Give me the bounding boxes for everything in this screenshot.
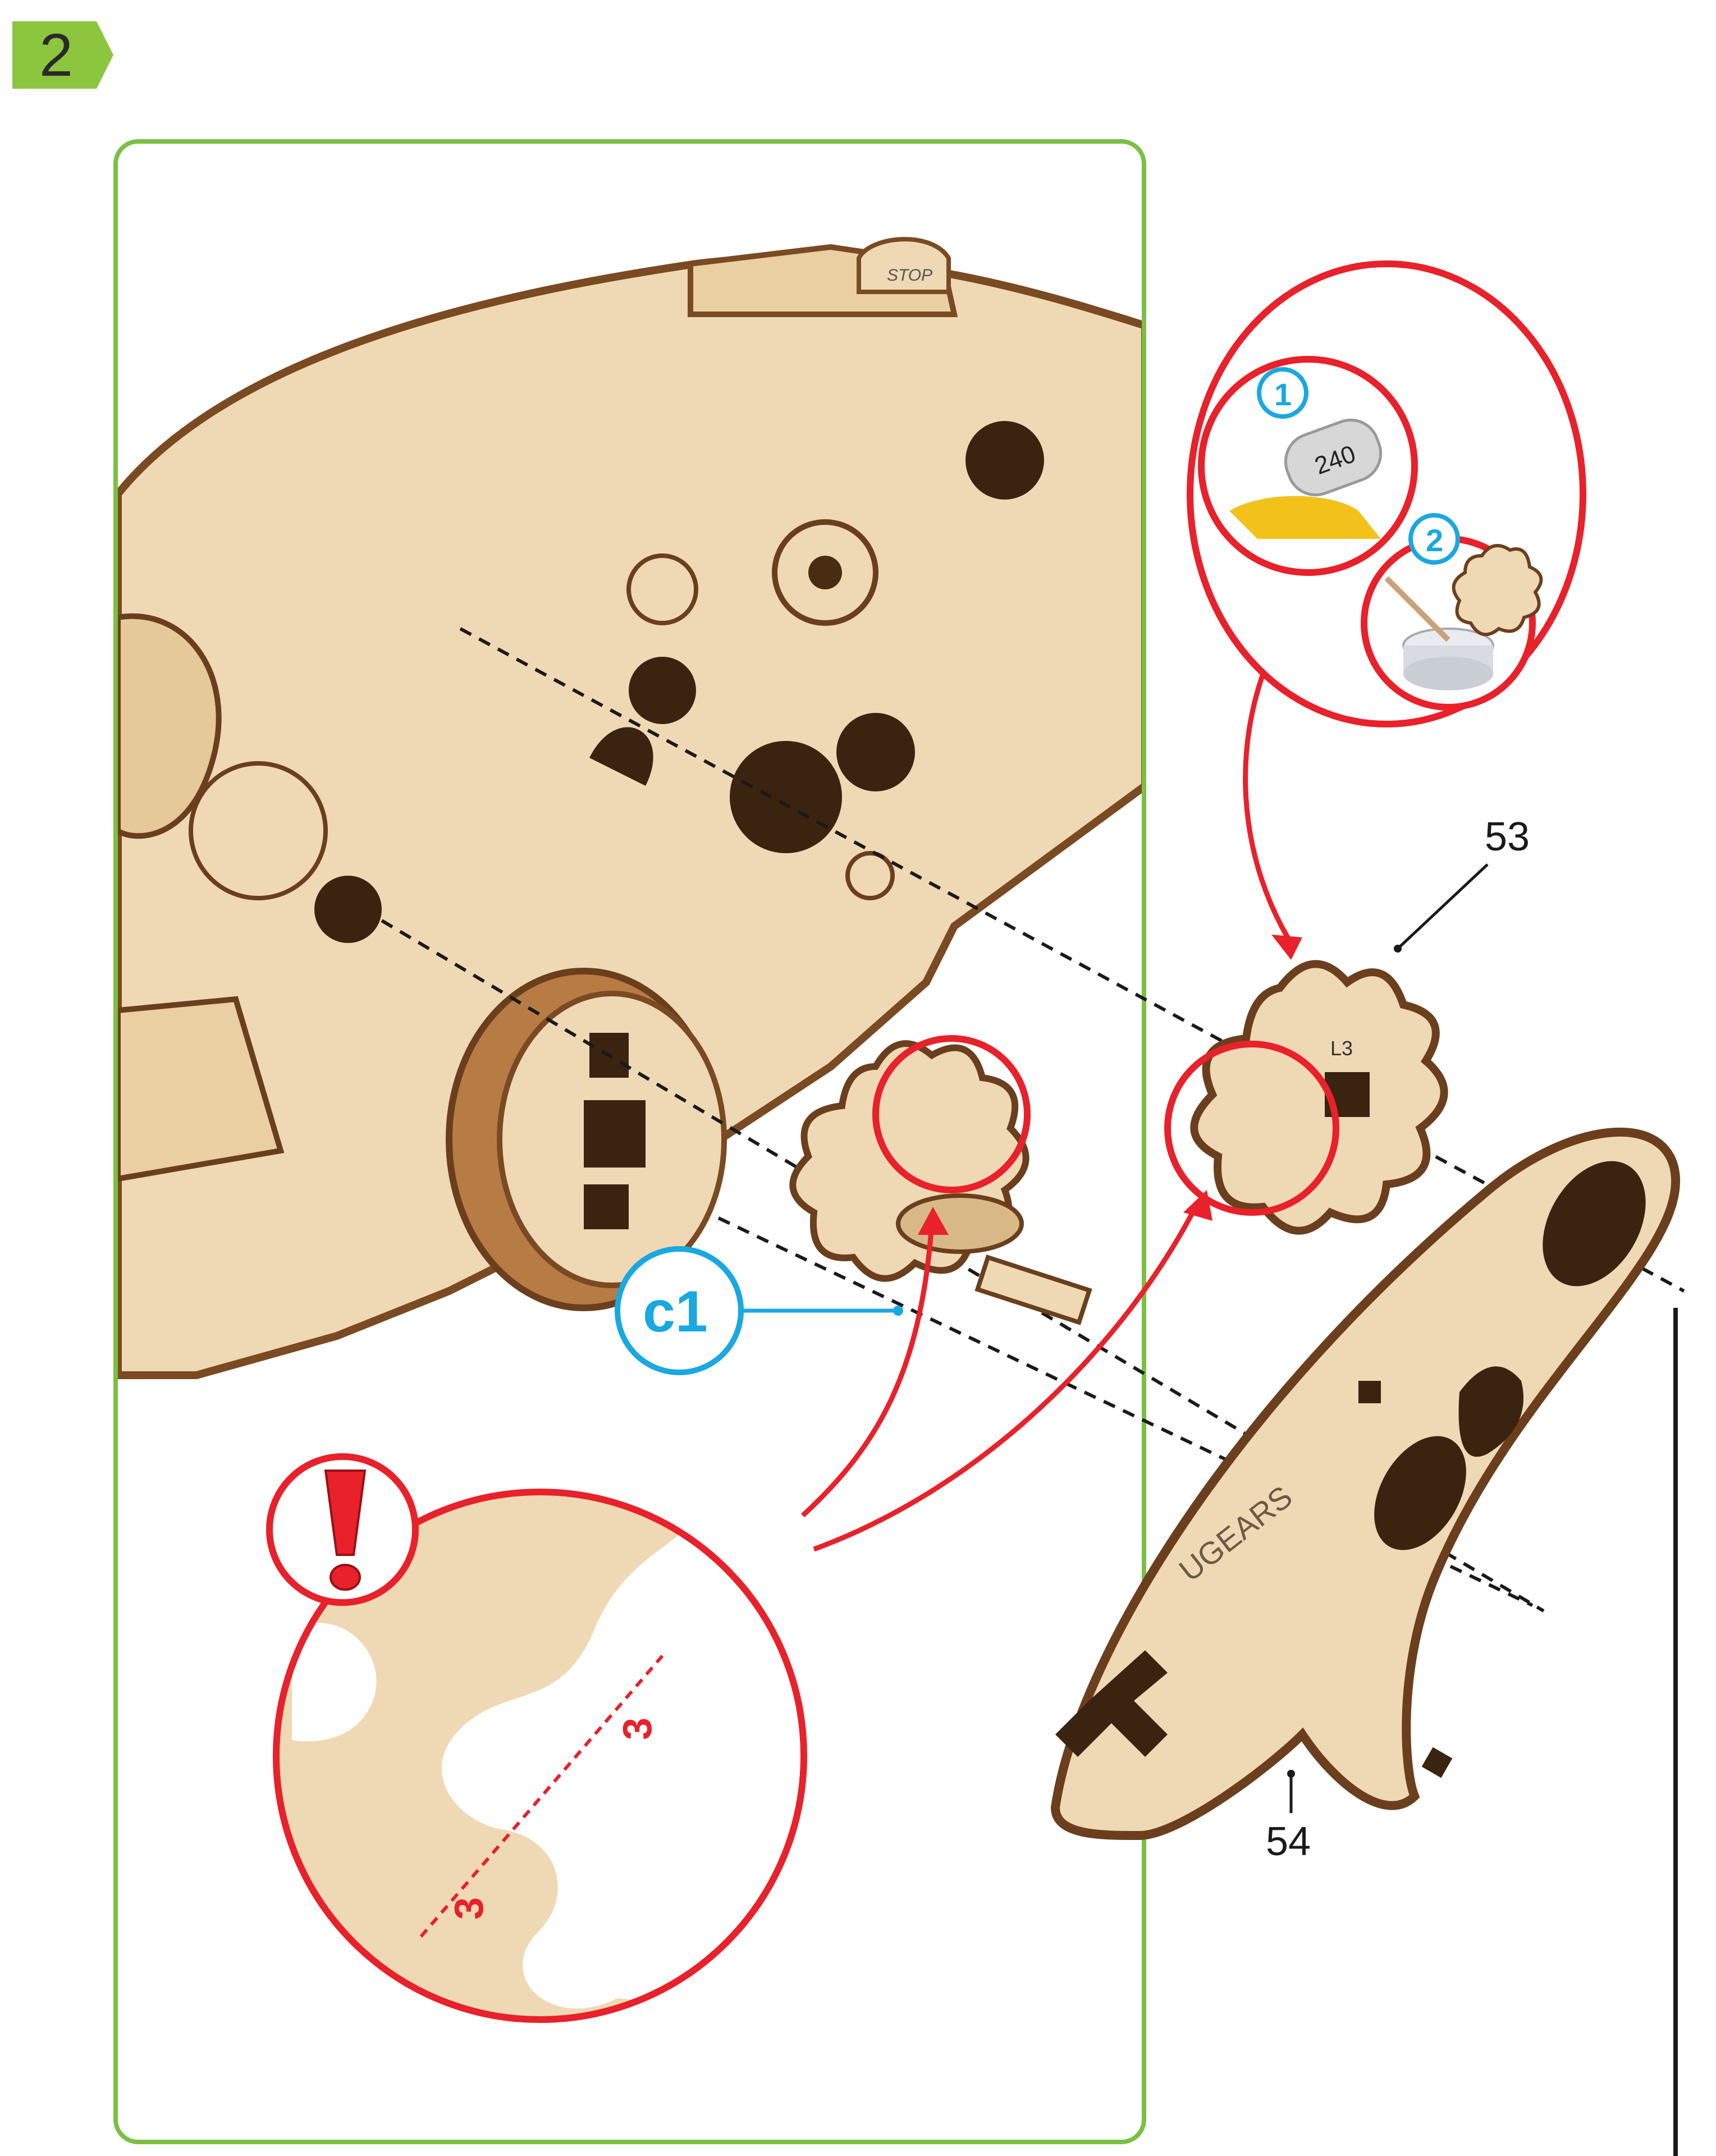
tips-bubble: 240 1 2 bbox=[1190, 264, 1583, 724]
part-number-53: 53 bbox=[1485, 814, 1530, 860]
detail-mark-lower: 3 bbox=[447, 1897, 492, 1920]
plate-54: UGEARS bbox=[1055, 1132, 1676, 1835]
leader-53 bbox=[1398, 864, 1488, 949]
stop-label: STOP bbox=[887, 266, 932, 285]
tip-1-number: 1 bbox=[1274, 377, 1292, 412]
callout-label: c1 bbox=[643, 1279, 708, 1344]
gear-mark-l3: L3 bbox=[1330, 1037, 1353, 1060]
warning-badge bbox=[269, 1457, 415, 1603]
gear-53: L3 bbox=[1194, 964, 1444, 1230]
tip-2-number: 2 bbox=[1426, 523, 1443, 558]
part-number-54: 54 bbox=[1266, 1819, 1311, 1865]
detail-mark-upper: 3 bbox=[615, 1718, 660, 1740]
gear-c1 bbox=[793, 1043, 1089, 1322]
